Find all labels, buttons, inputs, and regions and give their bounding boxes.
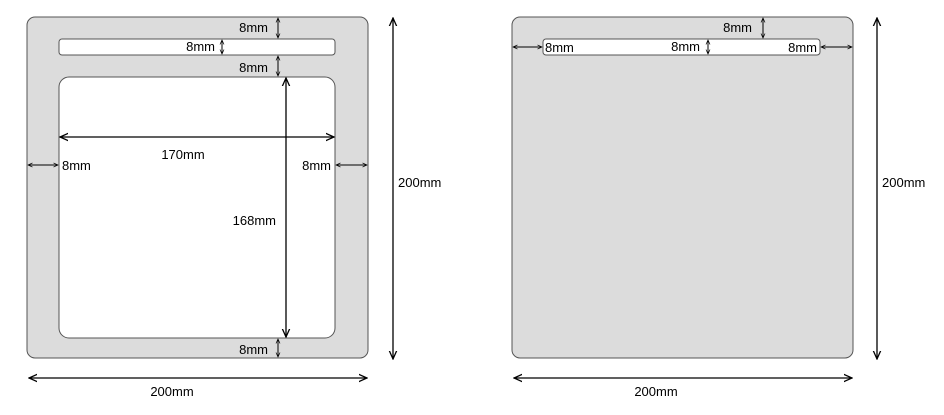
left-window <box>58 76 336 339</box>
left-top-strip <box>58 38 336 56</box>
left-total-width-label: 200mm <box>150 384 193 399</box>
left-total-height-label: 200mm <box>398 175 441 190</box>
window-height-label: 168mm <box>233 213 276 228</box>
right-strip-right-label: 8mm <box>788 40 817 55</box>
left-top-gap-label: 8mm <box>239 20 268 35</box>
right-top-gap-label: 8mm <box>723 20 752 35</box>
right-top-strip <box>542 38 821 56</box>
right-strip-height-label: 8mm <box>671 39 700 54</box>
left-bottom-margin-label: 8mm <box>239 342 268 357</box>
left-strip-height-label: 8mm <box>186 39 215 54</box>
right-margin-label: 8mm <box>302 158 331 173</box>
right-bag-panel <box>511 16 854 359</box>
right-total-height-label: 200mm <box>882 175 925 190</box>
left-window-gap-label: 8mm <box>239 60 268 75</box>
window-width-label: 170mm <box>161 147 204 162</box>
right-total-width-label: 200mm <box>634 384 677 399</box>
left-diagram: 8mm 8mm 8mm 8mm 8mm 170mm 168mm 8mm 200m… <box>26 16 441 399</box>
right-diagram: 8mm 8mm 8mm 8mm 200mm 200mm <box>511 16 925 399</box>
left-margin-label: 8mm <box>62 158 91 173</box>
right-strip-left-label: 8mm <box>545 40 574 55</box>
